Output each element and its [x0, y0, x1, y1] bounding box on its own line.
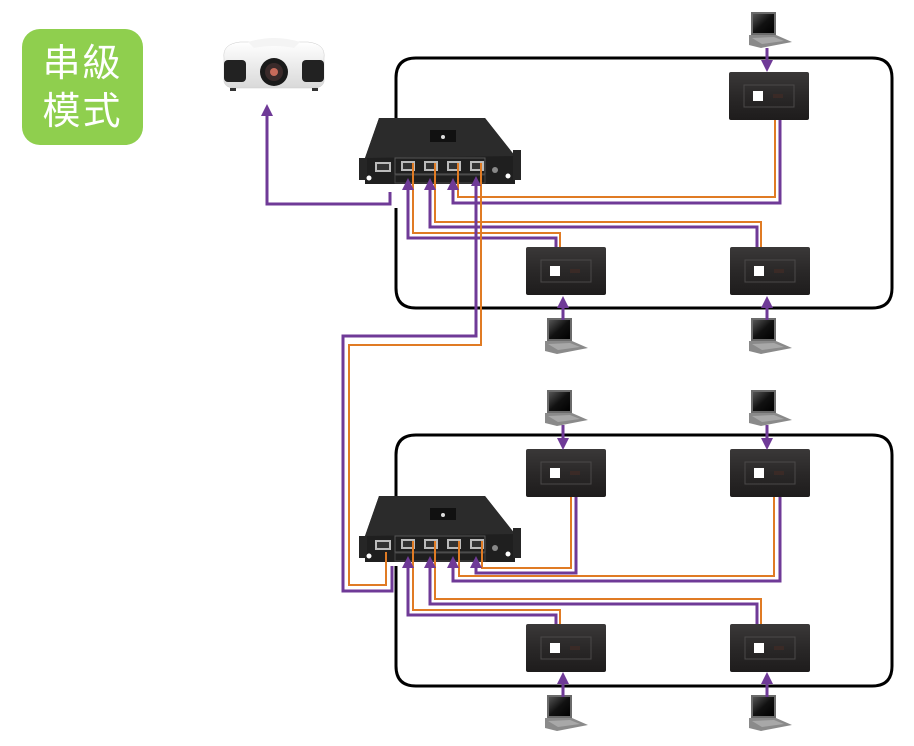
wallplate-bottom-right-lower	[729, 623, 811, 673]
cascade-purple	[341, 184, 478, 593]
wallplate-top-left-lower	[525, 246, 607, 296]
projector-link	[261, 104, 392, 206]
cable-purple	[447, 497, 782, 583]
zone-bottom-border	[394, 433, 894, 688]
wallplate-bottom-left-lower	[525, 623, 607, 673]
cable-purple	[424, 556, 759, 624]
cascade-orange	[348, 163, 482, 586]
laptop-icon	[749, 12, 792, 48]
wallplate-top-right-upper	[728, 71, 810, 121]
laptop-icon	[749, 390, 792, 426]
wallplate-bottom-right-upper	[729, 448, 811, 498]
wallplate-top-right-lower	[729, 246, 811, 296]
laptop-icon	[545, 695, 588, 731]
cable-orange	[412, 163, 561, 247]
laptop-icon	[749, 695, 792, 731]
laptop-icon	[749, 318, 792, 354]
cable-purple	[470, 497, 578, 575]
switcher-top-icon	[358, 117, 522, 185]
laptop-feeds	[557, 48, 773, 697]
zone-top-border	[394, 56, 894, 310]
badge-line-1: 串級	[42, 41, 123, 85]
cable-orange	[412, 541, 561, 624]
projector-icon	[223, 38, 325, 91]
switcher-bottom-icon	[358, 495, 522, 563]
cable-purple	[447, 120, 782, 205]
cable-purple	[424, 178, 759, 247]
cable-orange	[434, 163, 762, 247]
cascade-mode-badge: 串級 模式	[22, 29, 143, 145]
badge-line-2: 模式	[42, 89, 123, 133]
laptop-icon	[545, 318, 588, 354]
cable-orange	[458, 497, 775, 577]
cable-orange	[434, 541, 762, 624]
wallplate-bottom-left-upper	[525, 448, 607, 498]
cable-orange	[481, 497, 572, 569]
cable-purple	[402, 556, 558, 624]
laptop-icon	[545, 390, 588, 426]
